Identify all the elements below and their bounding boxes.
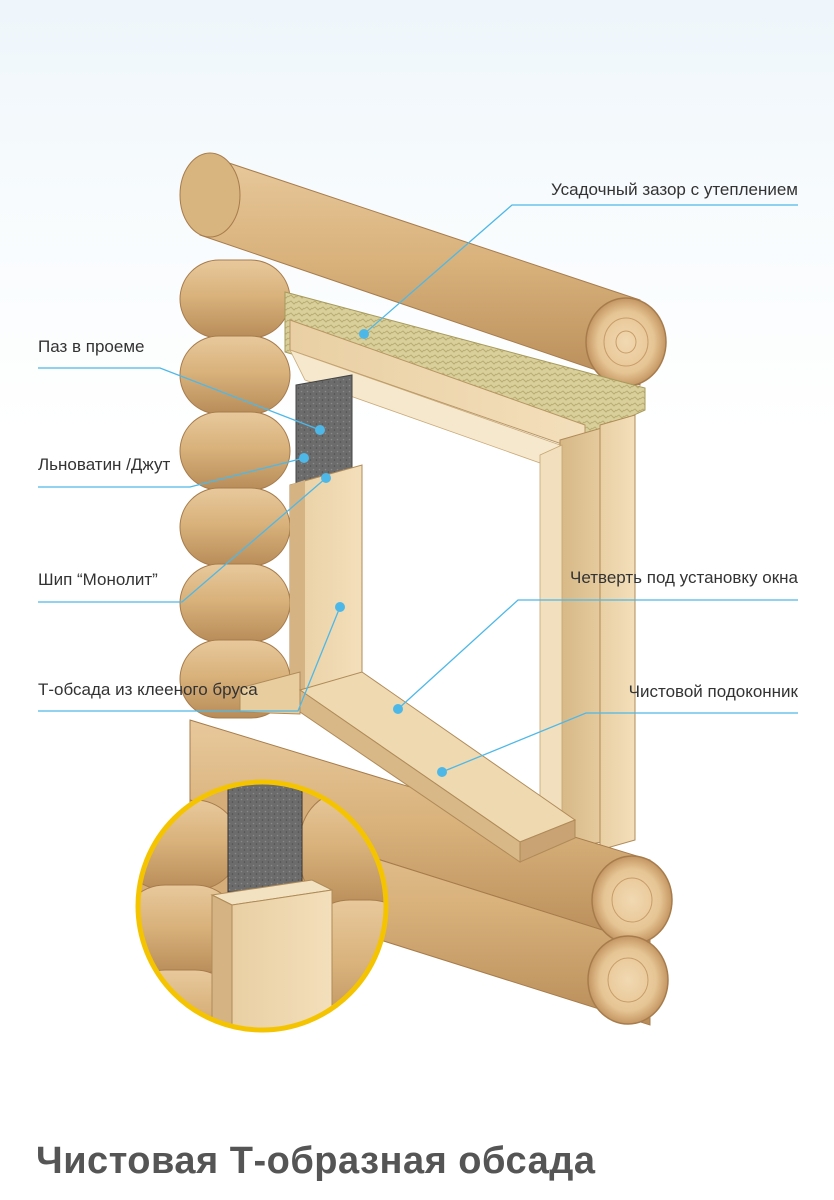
leader-jute (38, 457, 305, 488)
leader-t-casing (38, 606, 341, 712)
page-title: Чистовая Т-образная обсада (36, 1140, 596, 1182)
leader-quarter (397, 599, 798, 710)
leader-sill (441, 712, 798, 773)
leader-groove (38, 367, 321, 431)
window-sill (298, 671, 577, 863)
label-sill: Чистовой подоконник (628, 682, 798, 701)
right-casing (539, 414, 636, 851)
magnifier-ring (135, 779, 389, 1033)
label-t-casing: Т-обсада из клееного бруса (38, 680, 258, 699)
leader-shrink-gap (363, 204, 798, 335)
leader-lines (38, 204, 798, 773)
leader-tenon (38, 477, 327, 603)
label-quarter: Четверть под установку окна (570, 568, 798, 587)
label-tenon: Шип “Монолит” (38, 570, 158, 589)
leader-dots (299, 329, 447, 777)
left-log-stack (179, 259, 291, 719)
label-jute: Льноватин /Джут (38, 455, 171, 474)
label-shrink-gap: Усадочный зазор с утеплением (551, 180, 798, 199)
label-groove: Паз в проеме (38, 337, 145, 356)
top-log (179, 152, 667, 387)
